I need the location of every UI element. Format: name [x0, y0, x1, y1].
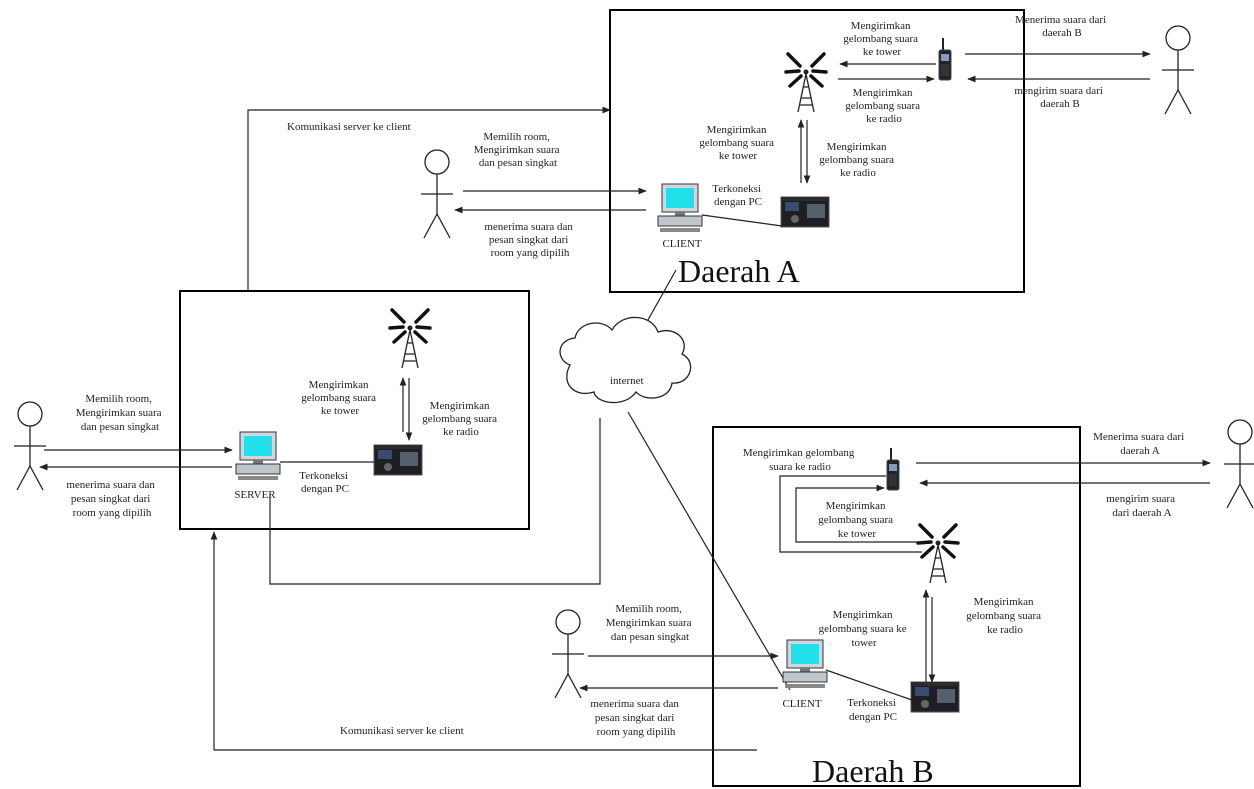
- a-kirim-tower-label: Mengirimkan gelombang suara ke tower: [699, 124, 777, 162]
- computer-icon: [235, 431, 281, 481]
- person-icon: [13, 401, 47, 491]
- b-terkoneksi-label: Terkoneksi dengan PC: [847, 697, 898, 723]
- radio-icon: [373, 444, 423, 476]
- kirim-dari-a-label: mengirim suara dari daerah A: [1106, 493, 1177, 519]
- b-kirim-radio-top-label: Mengirimkan gelombang suara ke radio: [743, 447, 857, 473]
- b-kirim-radio-label: Mengirimkan gelombang suara ke radio: [966, 596, 1044, 636]
- komunikasi-top-label: Komunikasi server ke client: [287, 121, 411, 133]
- client-a-label: CLIENT: [662, 238, 701, 250]
- server-box: [179, 290, 530, 530]
- komunikasi-bottom-label: Komunikasi server ke client: [340, 725, 464, 737]
- person-icon: [420, 149, 454, 239]
- daerah-a-box: [609, 9, 1025, 293]
- server-internet-link: [269, 418, 601, 585]
- a-menerima-label: menerima suara dan pesan singkat dari ro…: [484, 221, 575, 259]
- computer-icon: [657, 183, 703, 233]
- a-kirim-radio-top-label: Mengirimkan gelombang suara ke radio: [845, 87, 923, 125]
- server-terkoneksi-label: Terkoneksi dengan PC: [299, 470, 350, 495]
- client-b-label: CLIENT: [782, 698, 821, 710]
- daerah-b-box: [712, 426, 1081, 787]
- a-terkoneksi-label: Terkoneksi dengan PC: [712, 183, 763, 208]
- daerah-a-title: Daerah A: [678, 253, 800, 289]
- a-kirim-tower-top-label: Mengirimkan gelombang suara ke tower: [843, 20, 921, 58]
- client-b-internet-link: [627, 411, 791, 691]
- tower-icon: [388, 308, 432, 370]
- computer-icon: [782, 639, 828, 689]
- b-kirim-tower-top-label: Mengirimkan gelombang suara ke tower: [818, 500, 896, 540]
- person-icon: [551, 609, 585, 699]
- a-kirim-radio-label: Mengirimkan gelombang suara ke radio: [819, 141, 897, 179]
- server-menerima-label: menerima suara dan pesan singkat dari ro…: [66, 479, 157, 519]
- terima-dari-a-label: Menerima suara dari daerah A: [1093, 431, 1187, 457]
- person-icon: [1223, 419, 1254, 509]
- daerah-b-title: Daerah B: [812, 753, 934, 789]
- server-to-client-a-link: [247, 106, 611, 290]
- server-kirim-tower-label: Mengirimkan gelombang suara ke tower: [301, 379, 379, 417]
- server-memilih-label: Memilih room, Mengirimkan suara dan pesa…: [76, 393, 165, 433]
- internet-label: internet: [610, 375, 644, 387]
- person-icon: [1161, 25, 1195, 115]
- tower-icon: [784, 52, 828, 114]
- server-label: SERVER: [234, 489, 276, 501]
- tower-icon: [916, 523, 960, 585]
- b-menerima-label: menerima suara dan pesan singkat dari ro…: [590, 698, 681, 738]
- b-kirim-tower-label: Mengirimkan gelombang suara ke tower: [819, 609, 910, 649]
- kirim-dari-b-label: mengirim suara dari daerah B: [1014, 85, 1105, 110]
- radio-icon: [910, 681, 960, 713]
- terima-dari-b-label: Menerima suara dari daerah B: [1015, 14, 1109, 39]
- radio-icon: [780, 196, 830, 228]
- server-kirim-radio-label: Mengirimkan gelombang suara ke radio: [422, 400, 500, 438]
- a-memilih-label: Memilih room, Mengirimkan suara dan pesa…: [474, 131, 563, 169]
- handheld-radio-icon: [886, 447, 900, 491]
- handheld-radio-icon: [938, 37, 952, 81]
- b-memilih-label: Memilih room, Mengirimkan suara dan pesa…: [606, 603, 695, 643]
- cloud-icon: [559, 316, 692, 404]
